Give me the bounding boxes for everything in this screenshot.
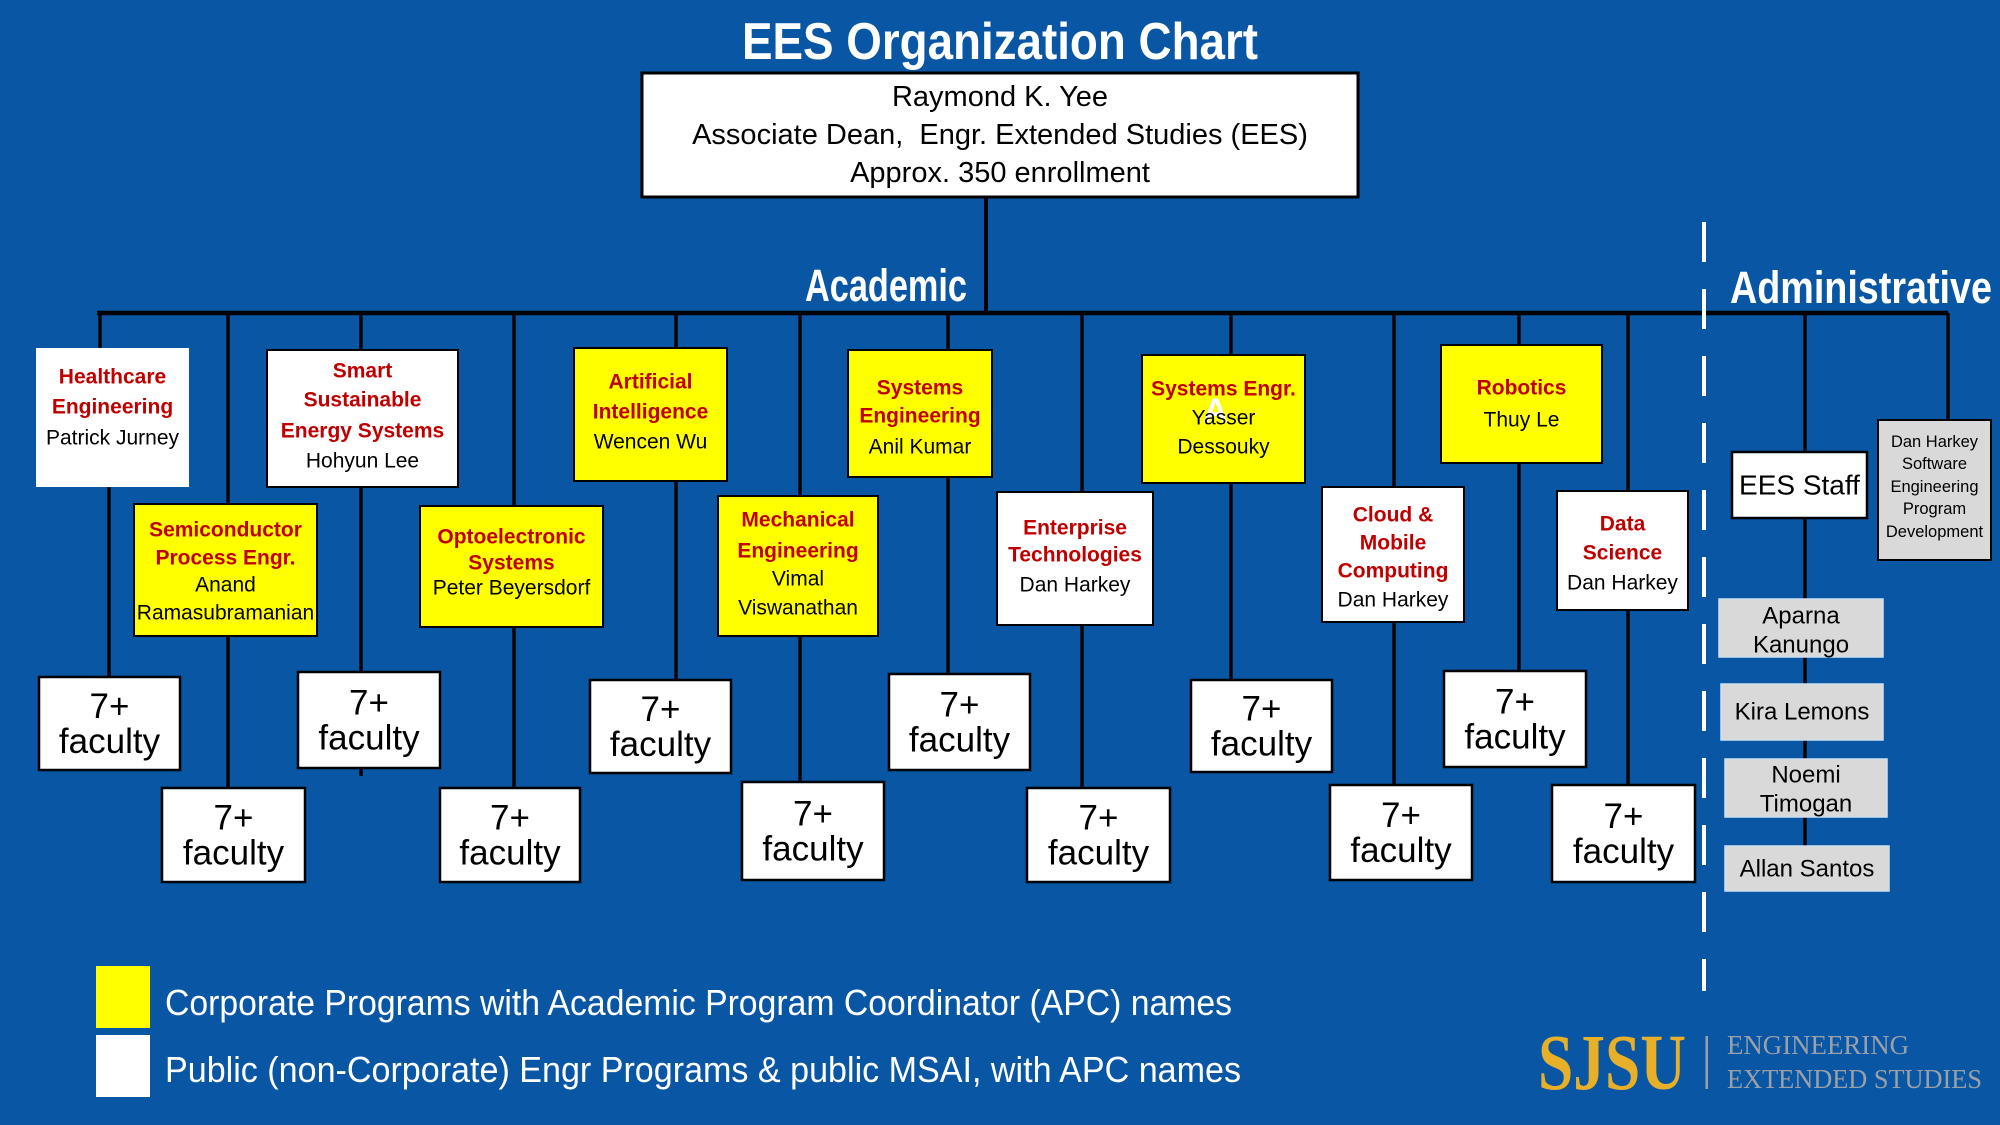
svg-text:faculty: faculty [459,834,561,873]
svg-text:Associate Dean, Engr. Extende: Associate Dean, Engr. Extended Studies (… [692,119,1308,151]
svg-text:Kanungo: Kanungo [1753,632,1849,659]
svg-text:Development: Development [1886,523,1984,541]
svg-text:Anil Kumar: Anil Kumar [869,436,972,459]
svg-text:A: A [1203,392,1228,430]
svg-text:Dan Harkey: Dan Harkey [1338,589,1449,612]
svg-text:Science: Science [1583,542,1662,565]
svg-text:Sustainable: Sustainable [304,389,422,412]
svg-text:Enterprise: Enterprise [1023,517,1127,540]
svg-text:7+: 7+ [793,795,833,834]
svg-text:faculty: faculty [318,719,420,758]
svg-text:faculty: faculty [1350,831,1452,870]
svg-text:faculty: faculty [59,722,161,761]
svg-text:faculty: faculty [610,725,712,764]
svg-text:Allan Santos: Allan Santos [1740,856,1875,883]
svg-text:Robotics: Robotics [1477,377,1567,400]
svg-text:7+: 7+ [940,686,980,725]
svg-text:Wencen Wu: Wencen Wu [594,431,708,454]
svg-text:Engineering: Engineering [52,396,173,419]
svg-text:EES Organization Chart: EES Organization Chart [742,13,1258,71]
svg-text:Approx. 350 enrollment: Approx. 350 enrollment [850,157,1150,189]
svg-text:Process Engr.: Process Engr. [155,547,295,570]
svg-text:7+: 7+ [214,799,254,838]
svg-text:Dan Harkey: Dan Harkey [1567,572,1678,595]
svg-text:Peter Beyersdorf: Peter Beyersdorf [433,577,591,600]
svg-text:faculty: faculty [1464,718,1566,757]
svg-text:7+: 7+ [90,687,130,726]
svg-text:Thuy Le: Thuy Le [1484,409,1560,432]
svg-text:Engineering: Engineering [859,405,980,428]
svg-text:Noemi: Noemi [1771,762,1840,789]
svg-text:Dan Harkey: Dan Harkey [1020,574,1131,597]
svg-text:Artificial: Artificial [608,371,692,394]
svg-text:EES Staff: EES Staff [1739,470,1860,501]
svg-text:Aparna: Aparna [1762,603,1840,630]
svg-text:Viswanathan: Viswanathan [738,597,858,620]
svg-text:7+: 7+ [490,799,530,838]
svg-text:Optoelectronic: Optoelectronic [437,526,586,549]
svg-text:ENGINEERING: ENGINEERING [1727,1030,1909,1060]
svg-text:Semiconductor: Semiconductor [149,519,302,542]
svg-text:Healthcare: Healthcare [59,366,166,389]
svg-text:Intelligence: Intelligence [593,401,709,424]
svg-text:EXTENDED STUDIES: EXTENDED STUDIES [1727,1064,1982,1094]
svg-text:Mechanical: Mechanical [741,509,854,532]
svg-text:7+: 7+ [349,684,389,723]
svg-text:Software: Software [1902,455,1967,473]
svg-text:Technologies: Technologies [1008,544,1142,567]
svg-text:Corporate Programs with Academ: Corporate Programs with Academic Program… [165,982,1232,1023]
svg-text:Vimal: Vimal [772,568,824,591]
svg-text:Systems: Systems [468,552,554,575]
svg-text:Mobile: Mobile [1360,532,1427,555]
svg-text:faculty: faculty [909,721,1011,760]
svg-text:SJSU: SJSU [1538,1020,1686,1107]
svg-text:Energy Systems: Energy Systems [281,420,444,443]
svg-text:7+: 7+ [1242,690,1282,729]
svg-text:7+: 7+ [1079,799,1119,838]
svg-text:7+: 7+ [1604,797,1644,836]
svg-text:Patrick Jurney: Patrick Jurney [46,427,180,450]
svg-text:Administrative: Administrative [1730,262,1992,313]
svg-text:Engineering: Engineering [737,540,858,563]
svg-text:faculty: faculty [1048,834,1150,873]
svg-text:7+: 7+ [641,690,681,729]
svg-text:Program: Program [1903,500,1966,518]
svg-text:Smart: Smart [333,360,393,383]
svg-text:faculty: faculty [1573,832,1675,871]
svg-text:Timogan: Timogan [1760,791,1852,818]
svg-text:Academic: Academic [805,260,967,311]
svg-text:Kira Lemons: Kira Lemons [1735,699,1870,726]
svg-text:Data: Data [1600,513,1646,536]
svg-text:Cloud &: Cloud & [1353,504,1433,527]
svg-text:Systems Engr.: Systems Engr. [1151,378,1296,401]
svg-text:7+: 7+ [1495,683,1535,722]
svg-text:Raymond K. Yee: Raymond K. Yee [892,81,1108,113]
svg-text:faculty: faculty [762,830,864,869]
svg-text:Systems: Systems [877,377,963,400]
svg-text:Ramasubramanian: Ramasubramanian [137,602,314,625]
svg-text:Computing: Computing [1338,560,1449,583]
svg-text:Public (non-Corporate) Engr Pr: Public (non-Corporate) Engr Programs & p… [165,1049,1241,1090]
svg-text:Hohyun Lee: Hohyun Lee [306,450,419,473]
svg-text:Anand: Anand [195,574,256,597]
svg-text:faculty: faculty [183,834,285,873]
svg-text:7+: 7+ [1381,796,1421,835]
svg-text:Yasser: Yasser [1192,407,1256,430]
svg-text:faculty: faculty [1211,725,1313,764]
svg-text:Engineering: Engineering [1890,478,1978,496]
svg-text:Dan Harkey: Dan Harkey [1891,433,1979,451]
svg-text:Dessouky: Dessouky [1177,436,1270,459]
